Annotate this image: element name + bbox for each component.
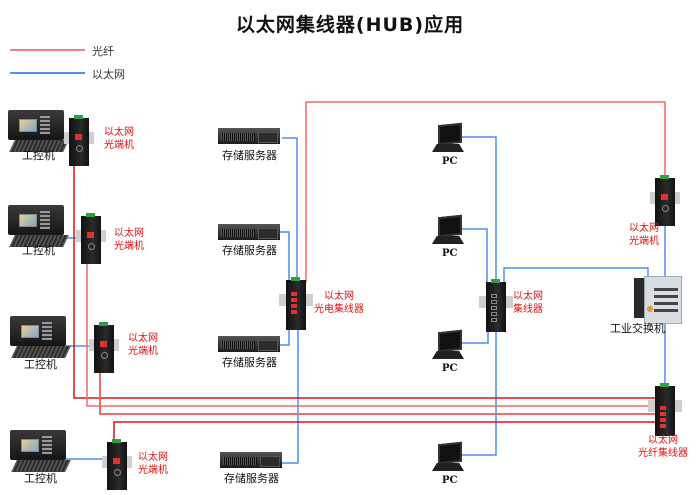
- pc-label: PC: [442, 475, 458, 486]
- fiber-link: [73, 160, 655, 399]
- fiber-hub-label: 以太网光纤集线器: [638, 435, 688, 459]
- fiber-link: [305, 101, 666, 282]
- industrial-switch-icon[interactable]: [634, 276, 682, 324]
- ethernet-link: [461, 228, 488, 290]
- media-converter-icon[interactable]: [650, 175, 680, 226]
- pc-icon[interactable]: [432, 122, 464, 154]
- ethernet-link: [461, 136, 497, 290]
- ethernet-link: [282, 137, 298, 298]
- ethernet-link: [280, 231, 290, 298]
- media-converter-label: 以太网光端机: [104, 127, 134, 151]
- storage-server-label: 存储服务器: [222, 149, 277, 162]
- industrial-pc-label: 工控机: [24, 358, 57, 371]
- storage-server-icon[interactable]: [220, 452, 282, 468]
- media-converter-icon[interactable]: [89, 322, 119, 373]
- storage-server-label: 存储服务器: [222, 356, 277, 369]
- storage-server-icon[interactable]: [218, 224, 280, 240]
- page-title: 以太网集线器(HUB)应用: [235, 14, 465, 36]
- pc-icon[interactable]: [432, 214, 464, 246]
- media-converter-label: 以太网光端机: [629, 223, 659, 247]
- industrial-pc-icon[interactable]: [10, 316, 71, 366]
- pc-icon[interactable]: [432, 329, 464, 361]
- legend-ethernet-label: 以太网: [92, 68, 125, 81]
- storage-server-label: 存储服务器: [222, 244, 277, 257]
- fiber-link: [86, 263, 655, 407]
- storage-server-icon[interactable]: [218, 128, 280, 144]
- pc-label: PC: [442, 363, 458, 374]
- ethernet-link: [461, 322, 489, 344]
- pc-label: PC: [442, 156, 458, 167]
- industrial-pc-label: 工控机: [24, 472, 57, 485]
- media-converter-icon[interactable]: [76, 213, 106, 264]
- industrial-switch-label: 工业交换机: [610, 322, 665, 335]
- industrial-pc-icon[interactable]: [8, 205, 69, 255]
- storage-server-label: 存储服务器: [224, 472, 279, 485]
- media-converter-label: 以太网光端机: [128, 333, 158, 357]
- industrial-pc-label: 工控机: [22, 244, 55, 257]
- industrial-pc-label: 工控机: [22, 149, 55, 162]
- media-converter-label: 以太网光端机: [138, 452, 168, 476]
- oe-hub-label: 以太网光电集线器: [314, 291, 364, 315]
- legend-fiber-label: 光纤: [92, 45, 114, 58]
- media-converter-icon[interactable]: [102, 439, 132, 490]
- fiber-link: [99, 367, 655, 415]
- ethernet-link: [503, 267, 649, 290]
- media-converter-icon[interactable]: [64, 115, 94, 166]
- fiber-link: [113, 421, 655, 440]
- ethernet-hub-icon[interactable]: [479, 279, 513, 332]
- legend-fiber-line: [10, 49, 85, 51]
- legend-ethernet-line: [10, 72, 85, 74]
- ethernet-link: [282, 320, 299, 464]
- oe-hub-icon[interactable]: [279, 277, 313, 330]
- storage-server-icon[interactable]: [218, 336, 280, 352]
- ethernet-link: [461, 322, 497, 456]
- media-converter-label: 以太网光端机: [114, 228, 144, 252]
- ethernet-hub-label: 以太网集线器: [513, 291, 543, 315]
- pc-icon[interactable]: [432, 441, 464, 473]
- industrial-pc-icon[interactable]: [8, 110, 69, 160]
- industrial-pc-icon[interactable]: [10, 430, 71, 480]
- pc-label: PC: [442, 248, 458, 259]
- fiber-hub-icon[interactable]: [648, 383, 682, 436]
